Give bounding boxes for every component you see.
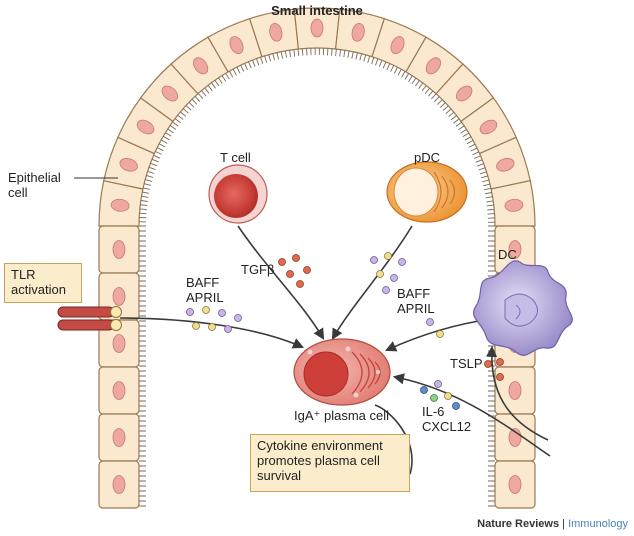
nucleus (479, 119, 498, 135)
arrow-pdc-to-plasma (331, 225, 413, 340)
nucleus (455, 85, 473, 102)
credit-section: Immunology (568, 518, 628, 530)
label-t-cell: T cell (220, 150, 251, 165)
tlr-activation-box: TLR activation (4, 263, 82, 303)
nucleus (310, 18, 324, 38)
dc-cell (473, 260, 573, 356)
tgfb-dots (278, 254, 311, 288)
label-baff-april-right: BAFF APRIL (397, 286, 435, 316)
nucleus (425, 57, 441, 75)
baff-april-dots-left (186, 306, 242, 333)
nucleus (269, 23, 283, 42)
nucleus (193, 57, 209, 75)
label-dc: DC (498, 247, 517, 262)
credit-separator: | (559, 518, 569, 530)
nucleus (119, 158, 138, 172)
label-epithelial: Epithelial cell (8, 170, 61, 200)
nucleus (112, 428, 126, 447)
label-pdc: pDC (414, 150, 441, 165)
nucleus (508, 475, 522, 494)
arrow-tcell-to-plasma (237, 225, 325, 340)
nucleus (110, 198, 130, 212)
nucleus (496, 158, 515, 172)
credit-line: Nature Reviews | Immunology (477, 518, 628, 530)
label-tgfb: TGFβ (241, 262, 275, 277)
tlr-receptor (57, 306, 122, 331)
label-tslp: TSLP (450, 356, 483, 371)
nucleus (112, 475, 126, 494)
credit-journal: Nature Reviews (477, 518, 560, 530)
diagram-title: Small intestine (271, 3, 363, 18)
nucleus (112, 287, 126, 306)
nucleus (508, 381, 522, 400)
il6-cxcl12-dots (420, 380, 460, 410)
nucleus (390, 36, 405, 55)
label-plasma-cell: IgA⁺ plasma cell (294, 408, 390, 423)
nucleus (229, 36, 244, 55)
iga-plasma-cell (293, 338, 391, 406)
nucleus (351, 23, 365, 42)
arrow-tlr-to-plasma (119, 317, 305, 349)
nucleus (136, 119, 155, 135)
arrow-cytokine-to-plasma (374, 404, 413, 475)
t-cell (208, 164, 268, 224)
arrow-epi-to-plasma (392, 373, 551, 457)
nucleus (112, 240, 126, 259)
nucleus (112, 381, 126, 400)
cytokine-environment-box: Cytokine environment promotes plasma cel… (250, 434, 410, 492)
arrow-epi-to-dc (485, 345, 549, 441)
microvilli-fringe (139, 47, 496, 507)
pdc-cell (386, 161, 468, 223)
nucleus (112, 334, 126, 353)
label-il6-cxcl12: IL-6 CXCL12 (422, 404, 472, 434)
baff-april-dots-right (370, 252, 444, 338)
nucleus (504, 198, 524, 212)
nucleus (161, 85, 179, 102)
label-baff-april-left: BAFF APRIL (186, 275, 224, 305)
tslp-dots (484, 358, 504, 381)
nucleus (508, 240, 522, 259)
